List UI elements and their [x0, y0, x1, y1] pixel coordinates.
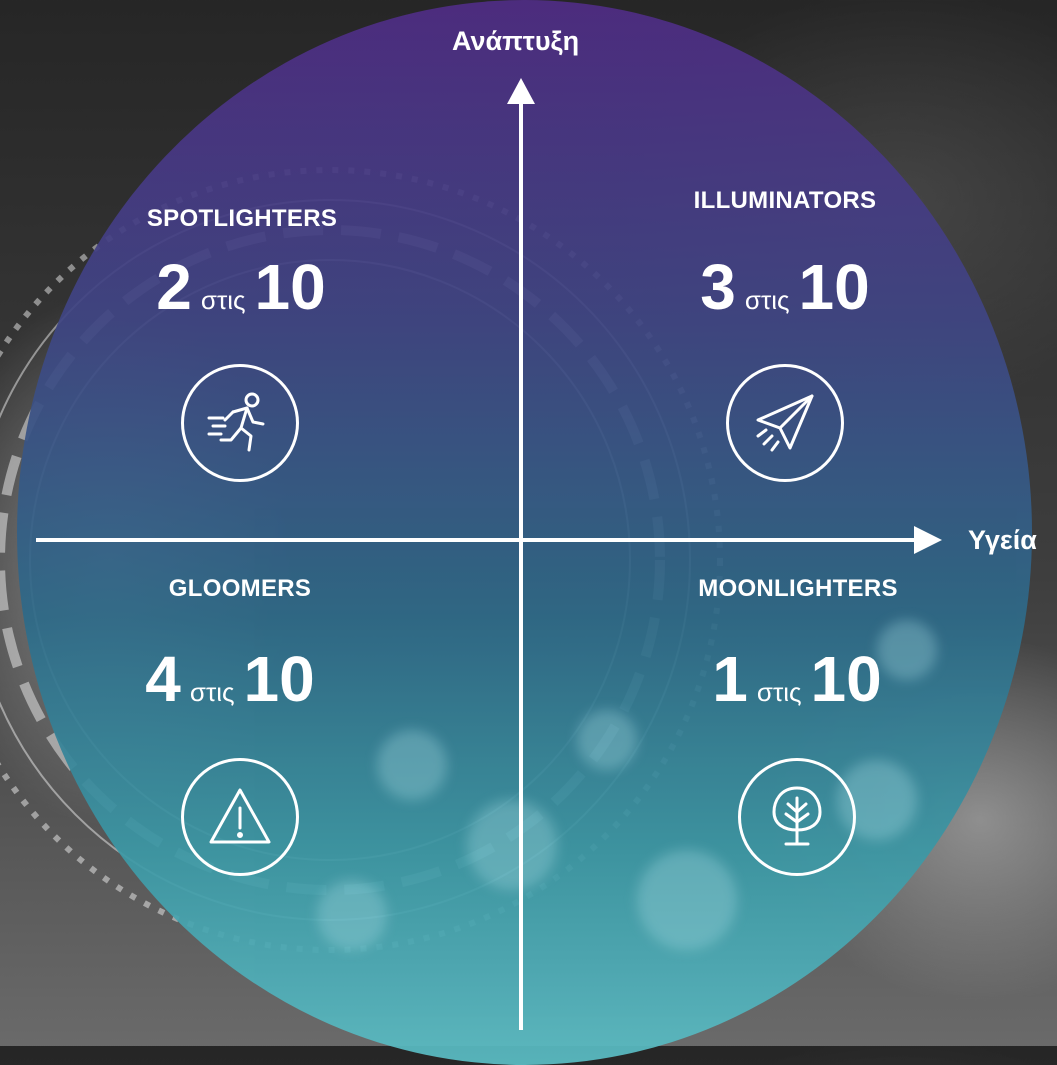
quadrant-circle: [17, 0, 1032, 1065]
icon-badge-gloomers: [181, 758, 299, 876]
stat-connector: στις: [200, 285, 246, 315]
quadrant-title-spotlighters: SPOTLIGHTERS: [146, 205, 338, 232]
stat-gloomers: 4 στις 10: [145, 647, 314, 711]
stat-connector: στις: [189, 677, 235, 707]
quadrant-title-illuminators: ILLUMINATORS: [693, 187, 877, 214]
stat-spotlighters: 2 στις 10: [156, 255, 325, 319]
quadrant-title-gloomers: GLOOMERS: [168, 575, 312, 602]
warning-triangle-icon: [209, 788, 271, 844]
stat-moonlighters: 1 στις 10: [712, 647, 881, 711]
icon-badge-spotlighters: [181, 364, 299, 482]
stat-count: 4: [145, 643, 181, 715]
icon-badge-illuminators: [726, 364, 844, 482]
horizontal-axis-label: Υγεία: [968, 525, 1037, 555]
stat-total: 10: [243, 643, 315, 715]
horizontal-axis-arrowhead: [914, 526, 942, 554]
vertical-axis-label: Ανάπτυξη: [452, 26, 580, 56]
stat-count: 3: [700, 251, 736, 323]
vertical-axis-arrowhead: [507, 78, 535, 104]
stat-connector: στις: [744, 285, 790, 315]
quadrant-title-moonlighters: MOONLIGHTERS: [698, 575, 898, 602]
stat-count: 2: [156, 251, 192, 323]
stat-total: 10: [810, 643, 882, 715]
running-person-icon: [207, 392, 265, 452]
stat-total: 10: [254, 251, 326, 323]
paper-plane-icon: [756, 394, 814, 452]
stat-illuminators: 3 στις 10: [700, 255, 869, 319]
icon-badge-moonlighters: [738, 758, 856, 876]
stat-count: 1: [712, 643, 748, 715]
tree-icon: [772, 786, 822, 846]
stat-total: 10: [798, 251, 870, 323]
stat-connector: στις: [756, 677, 802, 707]
